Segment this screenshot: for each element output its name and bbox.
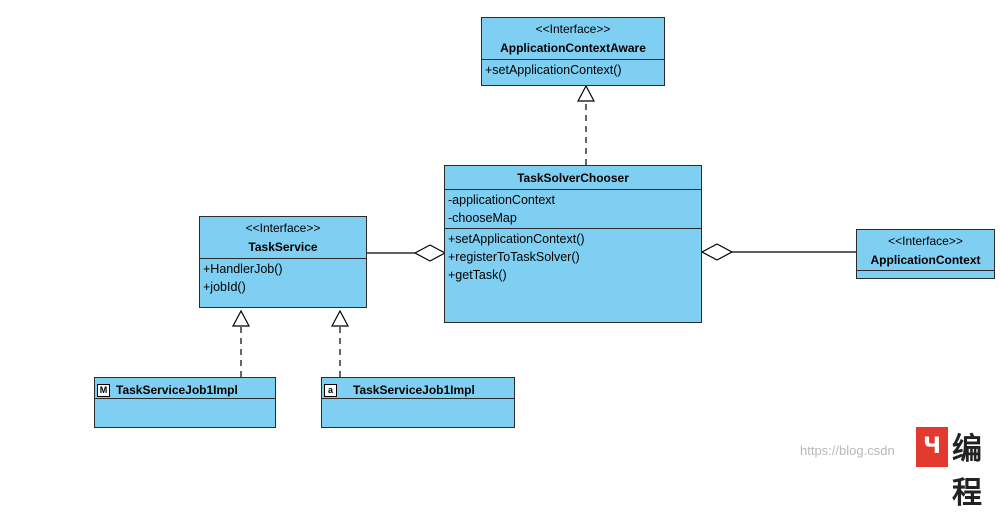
class-name: TaskServiceJob1Impl bbox=[116, 383, 238, 397]
method-item: +HandlerJob() bbox=[203, 262, 283, 276]
class-task-service-job1-impl-a[interactable]: a TaskServiceJob1Impl bbox=[321, 377, 515, 428]
class-name: TaskService bbox=[248, 240, 318, 254]
stereotype-label: <<Interface>> bbox=[245, 221, 321, 235]
class-application-context[interactable]: <<Interface>> ApplicationContext bbox=[856, 229, 995, 279]
attribute-item: -applicationContext bbox=[448, 193, 556, 207]
abstract-badge-icon: a bbox=[324, 384, 337, 398]
class-application-context-aware[interactable]: <<Interface>> ApplicationContextAware +s… bbox=[481, 17, 665, 86]
class-name: TaskSolverChooser bbox=[517, 171, 629, 185]
aggregation-diamond-left bbox=[413, 244, 447, 262]
realization-arrowhead-impl2 bbox=[331, 309, 349, 327]
class-task-service[interactable]: <<Interface>> TaskService +HandlerJob() … bbox=[199, 216, 367, 308]
class-name: ApplicationContextAware bbox=[500, 41, 646, 55]
class-name: TaskServiceJob1Impl bbox=[353, 383, 475, 397]
realization-arrowhead-aware bbox=[577, 84, 595, 102]
stereotype-label: <<Interface>> bbox=[535, 22, 611, 36]
stereotype-label: <<Interface>> bbox=[888, 234, 963, 248]
watermark-logo-text: 编程 bbox=[952, 432, 982, 511]
class-name: ApplicationContext bbox=[870, 253, 981, 267]
class-task-solver-chooser[interactable]: TaskSolverChooser -applicationContext -c… bbox=[444, 165, 702, 323]
method-item: +registerToTaskSolver() bbox=[448, 250, 580, 264]
realization-arrowhead-impl1 bbox=[232, 309, 250, 327]
attribute-item: -chooseMap bbox=[448, 211, 517, 225]
class-task-service-job1-impl-m[interactable]: M TaskServiceJob1Impl bbox=[94, 377, 276, 428]
method-item: +getTask() bbox=[448, 268, 507, 282]
method-item: +setApplicationContext() bbox=[448, 232, 585, 246]
relationship-lines bbox=[232, 84, 856, 377]
aggregation-diamond-right bbox=[700, 243, 734, 261]
method-badge-icon: M bbox=[97, 384, 110, 398]
method-item: +jobId() bbox=[203, 280, 246, 294]
method-item: +setApplicationContext() bbox=[485, 63, 622, 77]
watermark-url: https://blog.csdn bbox=[800, 443, 895, 458]
watermark-logo-icon: Ч bbox=[916, 427, 948, 467]
